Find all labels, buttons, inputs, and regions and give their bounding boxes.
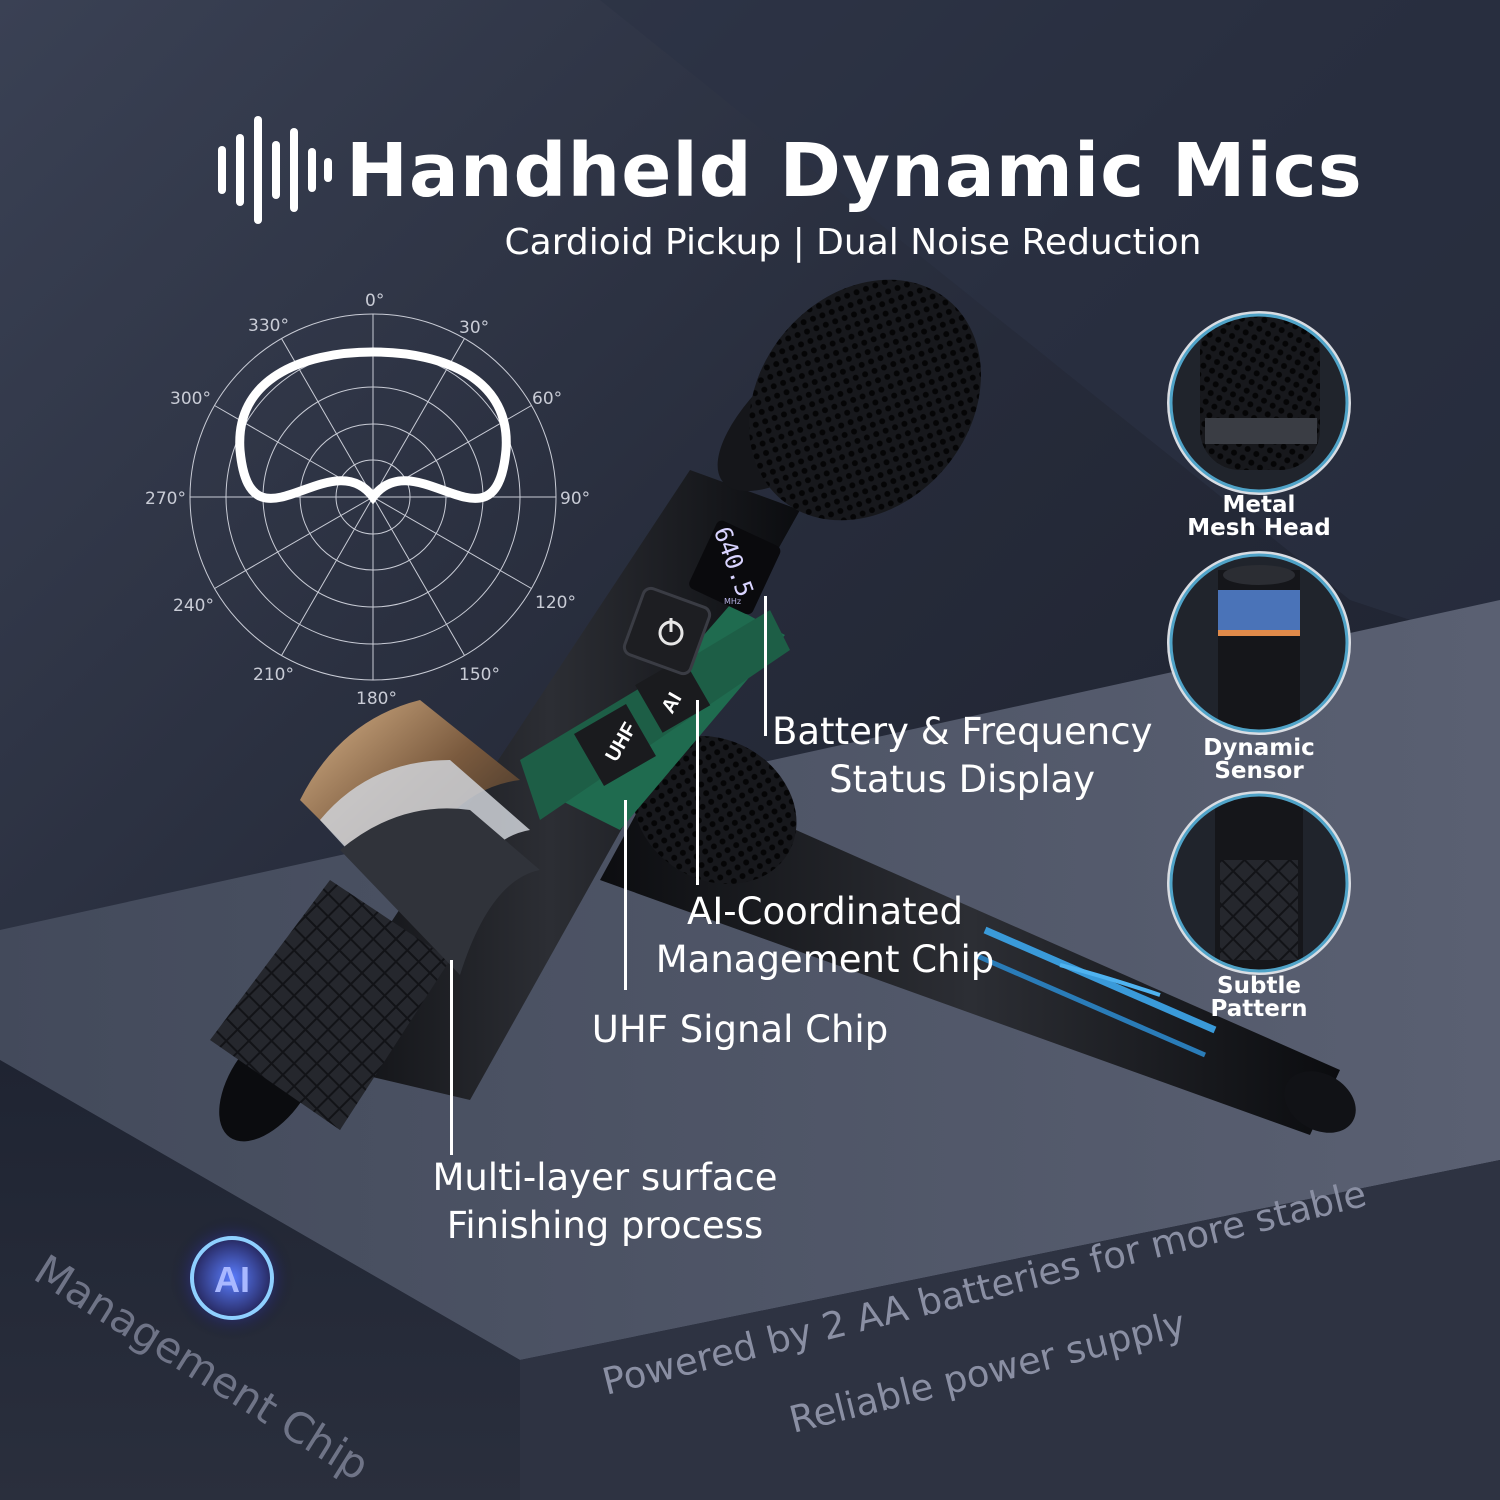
polar-label-270: 270° <box>145 489 186 509</box>
callout-ai-line1: AI-Coordinated <box>687 890 963 933</box>
callout-surface-line1: Multi-layer surface <box>432 1156 778 1199</box>
polar-label-330: 330° <box>248 316 289 336</box>
callout-battery-line1: Battery & Frequency <box>772 710 1153 753</box>
main-microphone: UHF AI 640.5 MHz <box>210 279 981 1142</box>
ai-badge-label: AI <box>214 1259 250 1300</box>
status-display <box>689 520 781 615</box>
polar-label-120: 120° <box>535 593 576 613</box>
polar-label-240: 240° <box>173 596 214 616</box>
callout-uhf-chip: UHF Signal Chip <box>591 1008 889 1051</box>
feature-label-line: Sensor <box>1214 758 1304 784</box>
subtitle-text: Cardioid Pickup | Dual Noise Reduction <box>504 222 1202 263</box>
polar-pattern-chart <box>189 313 557 681</box>
leader-uhf-chip <box>624 800 627 990</box>
feature-label-line: Subtle <box>1217 973 1301 999</box>
sound-wave-icon <box>218 116 332 224</box>
callout-ai-line2: Management Chip <box>655 938 995 981</box>
leader-ai-chip <box>696 700 699 885</box>
callout-battery-display: Battery & Frequency Status Display <box>772 708 1152 804</box>
feature-label-line: Metal <box>1222 492 1296 518</box>
feature-label-line: Mesh Head <box>1187 515 1331 541</box>
feature-dynamic-sensor <box>1167 551 1351 735</box>
leader-surface <box>450 960 453 1155</box>
polar-spoke <box>372 496 532 589</box>
polar-spoke <box>281 496 374 656</box>
polar-label-150: 150° <box>459 665 500 685</box>
power-button <box>622 586 712 676</box>
callout-surface-line2: Finishing process <box>446 1204 764 1247</box>
polar-label-0: 0° <box>365 291 385 311</box>
platform-front-right <box>520 1160 1500 1500</box>
uhf-chip <box>574 704 656 786</box>
polar-label-210: 210° <box>253 665 294 685</box>
platform-top <box>0 600 1500 1360</box>
feature-subtle-pattern <box>1167 791 1351 975</box>
polar-label-60: 60° <box>532 389 563 409</box>
leader-battery-display <box>764 596 767 736</box>
battery-window <box>1059 963 1161 997</box>
header: Handheld Dynamic Mics <box>0 110 1500 220</box>
mesh-grille <box>749 279 981 521</box>
back-microphone <box>600 735 1356 1135</box>
polar-label-180: 180° <box>356 689 397 709</box>
page-subtitle: Cardioid Pickup | Dual Noise Reduction <box>0 222 1414 263</box>
callout-battery-line2: Status Display <box>828 758 1096 801</box>
feature-label-mesh-head: Metal Mesh Head <box>1159 494 1359 540</box>
cardioid-curve <box>235 347 511 505</box>
feature-mesh-head <box>1167 311 1351 495</box>
polar-label-90: 90° <box>560 489 591 509</box>
feature-label-subtle-pattern: Subtle Pattern <box>1159 975 1359 1021</box>
feature-label-dynamic-sensor: Dynamic Sensor <box>1159 737 1359 783</box>
polar-label-300: 300° <box>170 389 211 409</box>
polar-spoke <box>214 496 374 589</box>
ai-badge: AI <box>170 1216 294 1340</box>
callout-ai-chip: AI-Coordinated Management Chip <box>650 888 1000 984</box>
page-title: Handheld Dynamic Mics <box>346 128 1363 214</box>
frequency-unit: MHz <box>724 597 741 606</box>
feature-label-line: Dynamic <box>1203 735 1315 761</box>
feature-label-line: Pattern <box>1210 996 1308 1022</box>
callout-surface: Multi-layer surface Finishing process <box>425 1154 785 1250</box>
polar-label-30: 30° <box>459 318 490 338</box>
ai-chip <box>635 657 711 733</box>
polar-spoke <box>372 496 465 656</box>
